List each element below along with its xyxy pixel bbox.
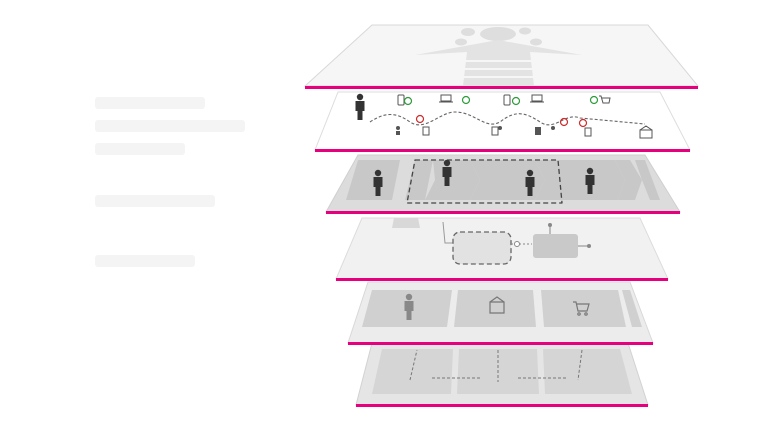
faded-text-block [95,120,245,132]
smiley-happy-icon [511,96,521,106]
mobile-icon [503,94,511,106]
laptop-icon [530,94,544,103]
person-small-icon [396,126,555,135]
smiley-happy-icon [589,95,599,105]
bubble [461,28,475,36]
dashed-arrow-icon [577,349,583,381]
faded-text-block [95,195,215,207]
package-icon [639,125,653,139]
faded-text-block [95,97,205,109]
laptop-icon [439,94,453,103]
cart-icon [573,301,590,316]
smiley-happy-icon [461,95,471,105]
journey-path [369,111,646,126]
layer-infrastructure [355,342,649,407]
bubble [530,38,542,46]
layer-processes [335,217,669,281]
smiley-sad-icon [415,114,425,124]
smiley-happy-icon [403,96,413,106]
dashed-process-box [452,231,512,265]
package-icon [489,296,505,314]
mobile-icon [397,94,405,106]
document-icon [422,126,592,137]
layer-value-streams [325,154,681,214]
process-block [533,234,578,258]
faded-text-block [95,143,185,155]
layer-customer-journey [314,91,691,152]
cart-icon [599,95,611,104]
bubble [455,38,467,46]
bubble [480,27,516,41]
layer-capabilities [347,281,654,345]
smiley-sad-icon [559,117,569,127]
bubble [519,27,531,35]
smiley-sad-icon [578,118,588,128]
up-arrow-icon [415,40,582,86]
faded-text-block [95,255,195,267]
dashed-value-stream [406,159,563,204]
dashed-arrow-icon [409,349,418,381]
mobile-icon [535,127,541,135]
layer-vision [303,24,700,89]
